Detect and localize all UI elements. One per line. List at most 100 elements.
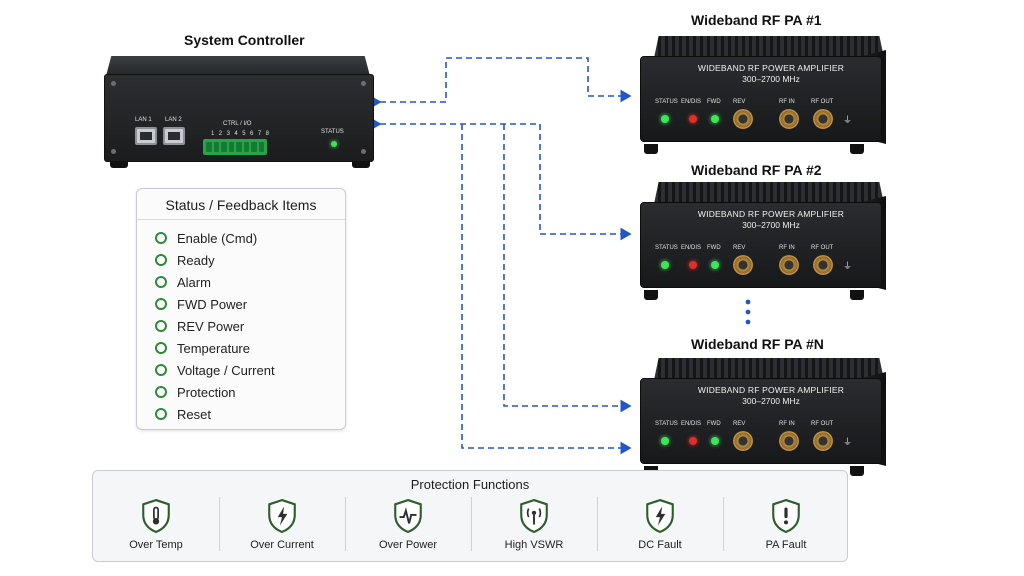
status-ring-icon: [155, 408, 167, 420]
status-item-label: Reset: [177, 406, 211, 422]
status-item-label: Temperature: [177, 340, 250, 356]
link-controller-pa1: [370, 57, 632, 109]
protection-item: PA Fault: [723, 493, 849, 559]
amp-status-led: [661, 115, 669, 123]
amp-rev-connector[interactable]: [733, 109, 753, 129]
protection-title: Protection Functions: [410, 477, 530, 492]
amp-model-label: WIDEBAND RF POWER AMPLIFIER: [697, 63, 845, 73]
link-controller-pa2: [370, 117, 632, 241]
amp-rfout-connector[interactable]: [813, 431, 833, 451]
bolt-shield-icon: [268, 498, 296, 534]
ctrl-io-terminal[interactable]: [203, 139, 267, 155]
amp-fwd-label: FWD: [707, 421, 721, 427]
amp-endis-label: EN/DIS: [681, 99, 702, 105]
amplifier-unit-2: WIDEBAND RF POWER AMPLIFIER 300–2700 MHz…: [632, 182, 888, 300]
amp-ground-symbol: ⏚: [843, 437, 853, 447]
status-item-label: REV Power: [177, 318, 245, 334]
protection-item-label: Over Current: [250, 539, 314, 551]
amp-frequency-label: 300–2700 MHz: [742, 220, 800, 230]
amp-model-label: WIDEBAND RF POWER AMPLIFIER: [697, 209, 845, 219]
bolt-shield-icon: [646, 498, 674, 534]
status-ring-icon: [155, 232, 167, 244]
protection-item: Over Power: [345, 493, 471, 559]
amp-rev-connector[interactable]: [733, 255, 753, 275]
protection-item: DC Fault: [597, 493, 723, 559]
amp-rfout-label: RF OUT: [811, 245, 834, 251]
amp-rfin-connector[interactable]: [779, 255, 799, 275]
amp-fwd-led: [711, 437, 719, 445]
ctrl-io-pins: 1 2 3 4 5 6 7 8: [211, 131, 271, 137]
status-feedback-panel: Status / Feedback Items Enable (Cmd) Read…: [136, 188, 346, 430]
status-ring-icon: [155, 386, 167, 398]
status-ring-icon: [155, 254, 167, 266]
protection-item-label: High VSWR: [504, 539, 564, 551]
amp-endis-label: EN/DIS: [681, 421, 702, 427]
protection-item: Over Temp: [93, 493, 219, 559]
pa2-title: Wideband RF PA #2: [691, 162, 822, 178]
amp-rfin-label: RF IN: [779, 99, 795, 105]
amp-fwd-label: FWD: [707, 245, 721, 251]
status-ring-icon: [155, 342, 167, 354]
link-controller-pa3: [503, 124, 632, 413]
protection-item: Over Current: [219, 493, 345, 559]
protection-item-label: PA Fault: [765, 539, 807, 551]
status-item-label: Alarm: [177, 274, 211, 290]
status-ring-icon: [155, 364, 167, 376]
status-item: Temperature: [155, 337, 275, 359]
status-ring-icon: [155, 276, 167, 288]
link-controller-pa4: [461, 124, 632, 455]
status-panel-title: Status / Feedback Items: [165, 197, 317, 213]
status-item: Ready: [155, 249, 275, 271]
amp-model-label: WIDEBAND RF POWER AMPLIFIER: [697, 385, 845, 395]
amp-enable-led: [689, 261, 697, 269]
amp-rfin-connector[interactable]: [779, 431, 799, 451]
amp-rev-label: REV: [733, 421, 746, 427]
amp-fwd-led: [711, 261, 719, 269]
exclamation-shield-icon: [772, 498, 800, 534]
status-item-label: Voltage / Current: [177, 362, 275, 378]
status-item-label: Enable (Cmd): [177, 230, 258, 246]
more-units-ellipsis: [745, 299, 751, 325]
lan1-port[interactable]: [135, 127, 157, 145]
amp-status-label: STATUS: [655, 421, 678, 427]
amp-status-label: STATUS: [655, 99, 678, 105]
lan2-port[interactable]: [163, 127, 185, 145]
status-item: FWD Power: [155, 293, 275, 315]
amp-rfout-label: RF OUT: [811, 421, 834, 427]
system-controller: LAN 1 LAN 2 CTRL / I/O 1 2 3 4 5 6 7 8 S…: [96, 56, 380, 168]
lan2-label: LAN 2: [165, 117, 182, 123]
pulse-shield-icon: [394, 498, 422, 534]
amp-fwd-label: FWD: [707, 99, 721, 105]
status-item: Enable (Cmd): [155, 227, 275, 249]
pa1-title: Wideband RF PA #1: [691, 12, 822, 28]
pa3-title: Wideband RF PA #N: [691, 336, 824, 352]
amp-endis-label: EN/DIS: [681, 245, 702, 251]
controller-status-led: [331, 141, 337, 147]
amp-ground-symbol: ⏚: [843, 261, 853, 271]
amp-enable-led: [689, 115, 697, 123]
amp-ground-symbol: ⏚: [843, 115, 853, 125]
status-item: Protection: [155, 381, 275, 403]
amp-status-led: [661, 437, 669, 445]
status-item: Reset: [155, 403, 275, 425]
ctrl-io-label: CTRL / I/O: [223, 121, 252, 127]
protection-item-label: DC Fault: [638, 539, 682, 551]
amp-rev-label: REV: [733, 99, 746, 105]
amp-rfout-connector[interactable]: [813, 255, 833, 275]
amp-rev-connector[interactable]: [733, 431, 753, 451]
antenna-shield-icon: [520, 498, 548, 534]
amp-fwd-led: [711, 115, 719, 123]
protection-item-label: Over Power: [378, 539, 438, 551]
amp-rfin-connector[interactable]: [779, 109, 799, 129]
controller-status-label: STATUS: [321, 129, 344, 135]
amplifier-unit-1: WIDEBAND RF POWER AMPLIFIER 300–2700 MHz…: [632, 36, 888, 154]
amp-rfout-label: RF OUT: [811, 99, 834, 105]
status-ring-icon: [155, 298, 167, 310]
status-item: Alarm: [155, 271, 275, 293]
amp-status-label: STATUS: [655, 245, 678, 251]
amplifier-unit-n: WIDEBAND RF POWER AMPLIFIER 300–2700 MHz…: [632, 358, 888, 476]
protection-functions-panel: Protection Functions Over Temp Over Curr…: [92, 470, 848, 562]
amp-rfout-connector[interactable]: [813, 109, 833, 129]
